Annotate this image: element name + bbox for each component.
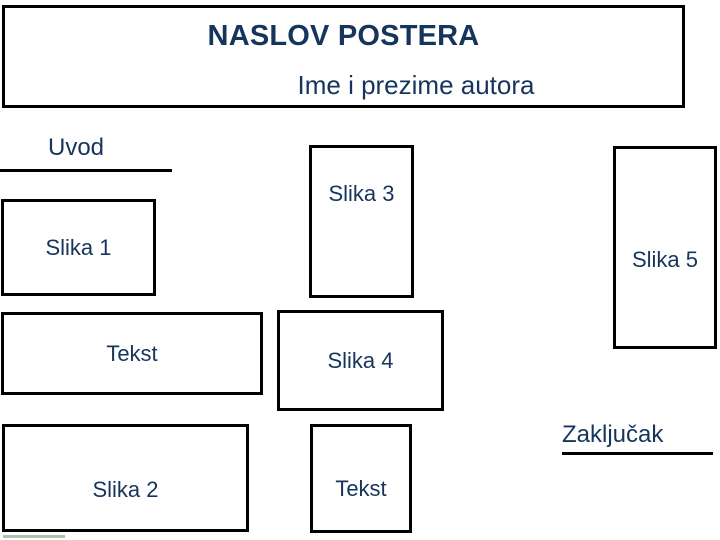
placeholder-box-tekst-2[interactable]: Tekst	[310, 424, 412, 533]
placeholder-box-slika-2[interactable]: Slika 2	[2, 424, 249, 532]
placeholder-box-tekst-1[interactable]: Tekst	[1, 312, 263, 395]
placeholder-box-slika-4[interactable]: Slika 4	[277, 310, 444, 411]
section-rule-uvod	[0, 169, 172, 172]
section-heading-zakljucak: Zaključak	[562, 421, 664, 448]
poster-header-box: NASLOV POSTERA Ime i prezime autora	[2, 5, 685, 108]
page-title: NASLOV POSTERA	[207, 20, 480, 52]
placeholder-box-slika-5[interactable]: Slika 5	[613, 146, 717, 349]
placeholder-box-slika-3[interactable]: Slika 3	[309, 145, 414, 298]
footer-accent-mark	[3, 535, 65, 538]
placeholder-label: Slika 3	[328, 180, 395, 206]
placeholder-label: Slika 4	[327, 347, 394, 373]
section-heading-uvod: Uvod	[48, 134, 105, 161]
placeholder-box-slika-1[interactable]: Slika 1	[1, 199, 156, 296]
placeholder-label: Slika 5	[631, 246, 699, 272]
placeholder-label: Slika 1	[45, 234, 112, 260]
poster-author: Ime i prezime autora	[297, 70, 535, 100]
placeholder-label: Tekst	[335, 475, 387, 501]
section-rule-zakljucak	[562, 452, 713, 455]
placeholder-label: Slika 2	[92, 477, 159, 502]
placeholder-label: Tekst	[106, 340, 158, 366]
